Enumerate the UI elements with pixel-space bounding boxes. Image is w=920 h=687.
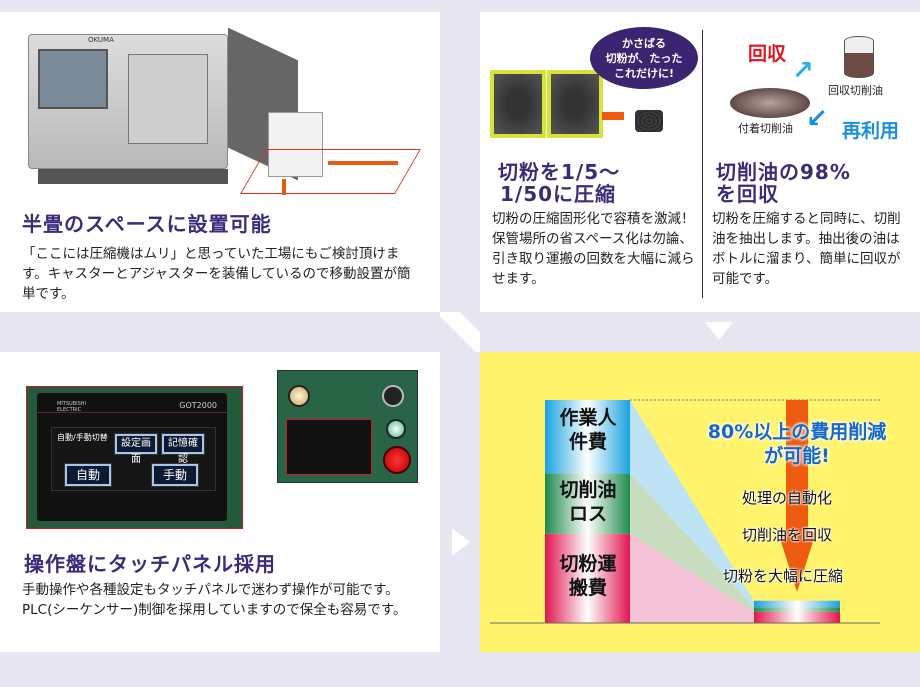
- chart-svg: [490, 399, 880, 624]
- bar-segment: [754, 600, 840, 608]
- bar-label-labor: 作業人件費: [559, 407, 617, 453]
- arrow-right-icon: [452, 528, 470, 556]
- auto-button[interactable]: 自動: [65, 464, 111, 486]
- compress-title-2: 1/50に圧縮: [500, 182, 617, 206]
- panel-body: 手動操作や各種設定もタッチパネルで迷わず操作が可能です。PLC(シーケンサー)制…: [22, 582, 407, 618]
- speech-bubble: かさばる 切粉が、たった これだけに!: [590, 27, 698, 89]
- start-button-icon: [386, 419, 406, 439]
- touch-panel-panel: MITSUBISHI ELECTRIC GOT2000 自動/手動切替 設定画面…: [0, 352, 440, 652]
- divider: [702, 30, 703, 298]
- recover-label: 回収: [748, 43, 787, 65]
- arrow-down-right-icon: [440, 312, 480, 352]
- bottle-icon: [844, 36, 874, 78]
- oil-title-2: を回収: [716, 182, 779, 206]
- cost-reduction-chart: 80%以上の費用削減が可能! 作業人件費 切削油ロス 切粉運搬費 処理の自動化 …: [480, 352, 920, 652]
- machine-illustration: OKUMA: [28, 27, 421, 204]
- space-body: 「ここには圧縮機はムリ」と思っていた工場にもご検討頂けます。キャスターとアジャス…: [22, 246, 411, 302]
- reuse-label: 再利用: [842, 120, 900, 142]
- bar-segment: [545, 533, 630, 623]
- connector-band: [630, 400, 754, 608]
- compress-title-1: 切粉を1/5～: [498, 160, 621, 184]
- compress-body: 切粉の圧縮固形化で容積を激減！保管場所の省スペース化は勿論、引き取り運搬の回数を…: [492, 211, 695, 287]
- oil-title-1: 切削油の98%: [716, 160, 851, 184]
- compressed-pucks-image: [635, 110, 663, 132]
- bar-segment: [754, 611, 840, 623]
- down-arrow-icon: [778, 400, 816, 592]
- annotation-chip-compression: 切粉を大幅に圧縮: [723, 567, 844, 585]
- annotation-automation: 処理の自動化: [742, 489, 833, 507]
- model-label: GOT2000: [179, 401, 217, 410]
- bar-label-oil: 切削油ロス: [559, 479, 617, 525]
- bar-label-transport: 切粉運搬費: [559, 553, 617, 599]
- connector-band: [630, 533, 754, 623]
- chips-trays-image: [490, 70, 603, 140]
- reuse-arrow-icon: ↙: [806, 104, 828, 134]
- bar-segment: [545, 400, 630, 474]
- control-box-image: [277, 370, 418, 483]
- annotation-oil-recovery: 切削油を回収: [742, 526, 833, 544]
- compress-oil-panel: かさばる 切粉が、たった これだけに! 切粉を1/5～ 1/50に圧縮 切粉の圧…: [480, 12, 920, 312]
- space-title: 半畳のスペースに設置可能: [22, 212, 272, 236]
- recover-arrow-icon: ↗: [792, 56, 814, 86]
- oil-body: 切粉を圧縮すると同時に、切削油を抽出します。抽出後の油はボトルに溜まり、簡単に回…: [712, 211, 901, 287]
- arrow-right-icon: [602, 112, 624, 120]
- panel-title: 操作盤にタッチパネル採用: [24, 552, 276, 576]
- brand-label: MITSUBISHI ELECTRIC: [57, 401, 86, 413]
- indicator-lamp-icon: [288, 385, 310, 407]
- machine-brand: OKUMA: [88, 36, 114, 44]
- connector-band: [630, 473, 754, 612]
- attached-oil-label: 付着切削油: [738, 122, 793, 135]
- chart-title: 80%以上の費用削減が可能!: [707, 421, 887, 467]
- oil-puddle-icon: [730, 88, 810, 118]
- touchscreen-closeup: MITSUBISHI ELECTRIC GOT2000 自動/手動切替 設定画面…: [26, 386, 243, 529]
- recovered-oil-label: 回収切削油: [828, 84, 883, 97]
- bar-segment: [754, 607, 840, 612]
- manual-button[interactable]: 手動: [152, 464, 198, 486]
- arrow-down-icon: [705, 322, 733, 340]
- bar-segment: [545, 473, 630, 534]
- space-panel: OKUMA 半畳のスペースに設置可能 「ここには圧縮機はムリ」と思っていた工場に…: [0, 12, 440, 312]
- key-switch-icon: [382, 385, 404, 407]
- memory-check-button[interactable]: 記憶確認: [162, 434, 204, 465]
- settings-screen-button[interactable]: 設定画面: [115, 434, 157, 465]
- emergency-stop-icon: [383, 446, 411, 474]
- screen-title: 自動/手動切替: [57, 433, 108, 442]
